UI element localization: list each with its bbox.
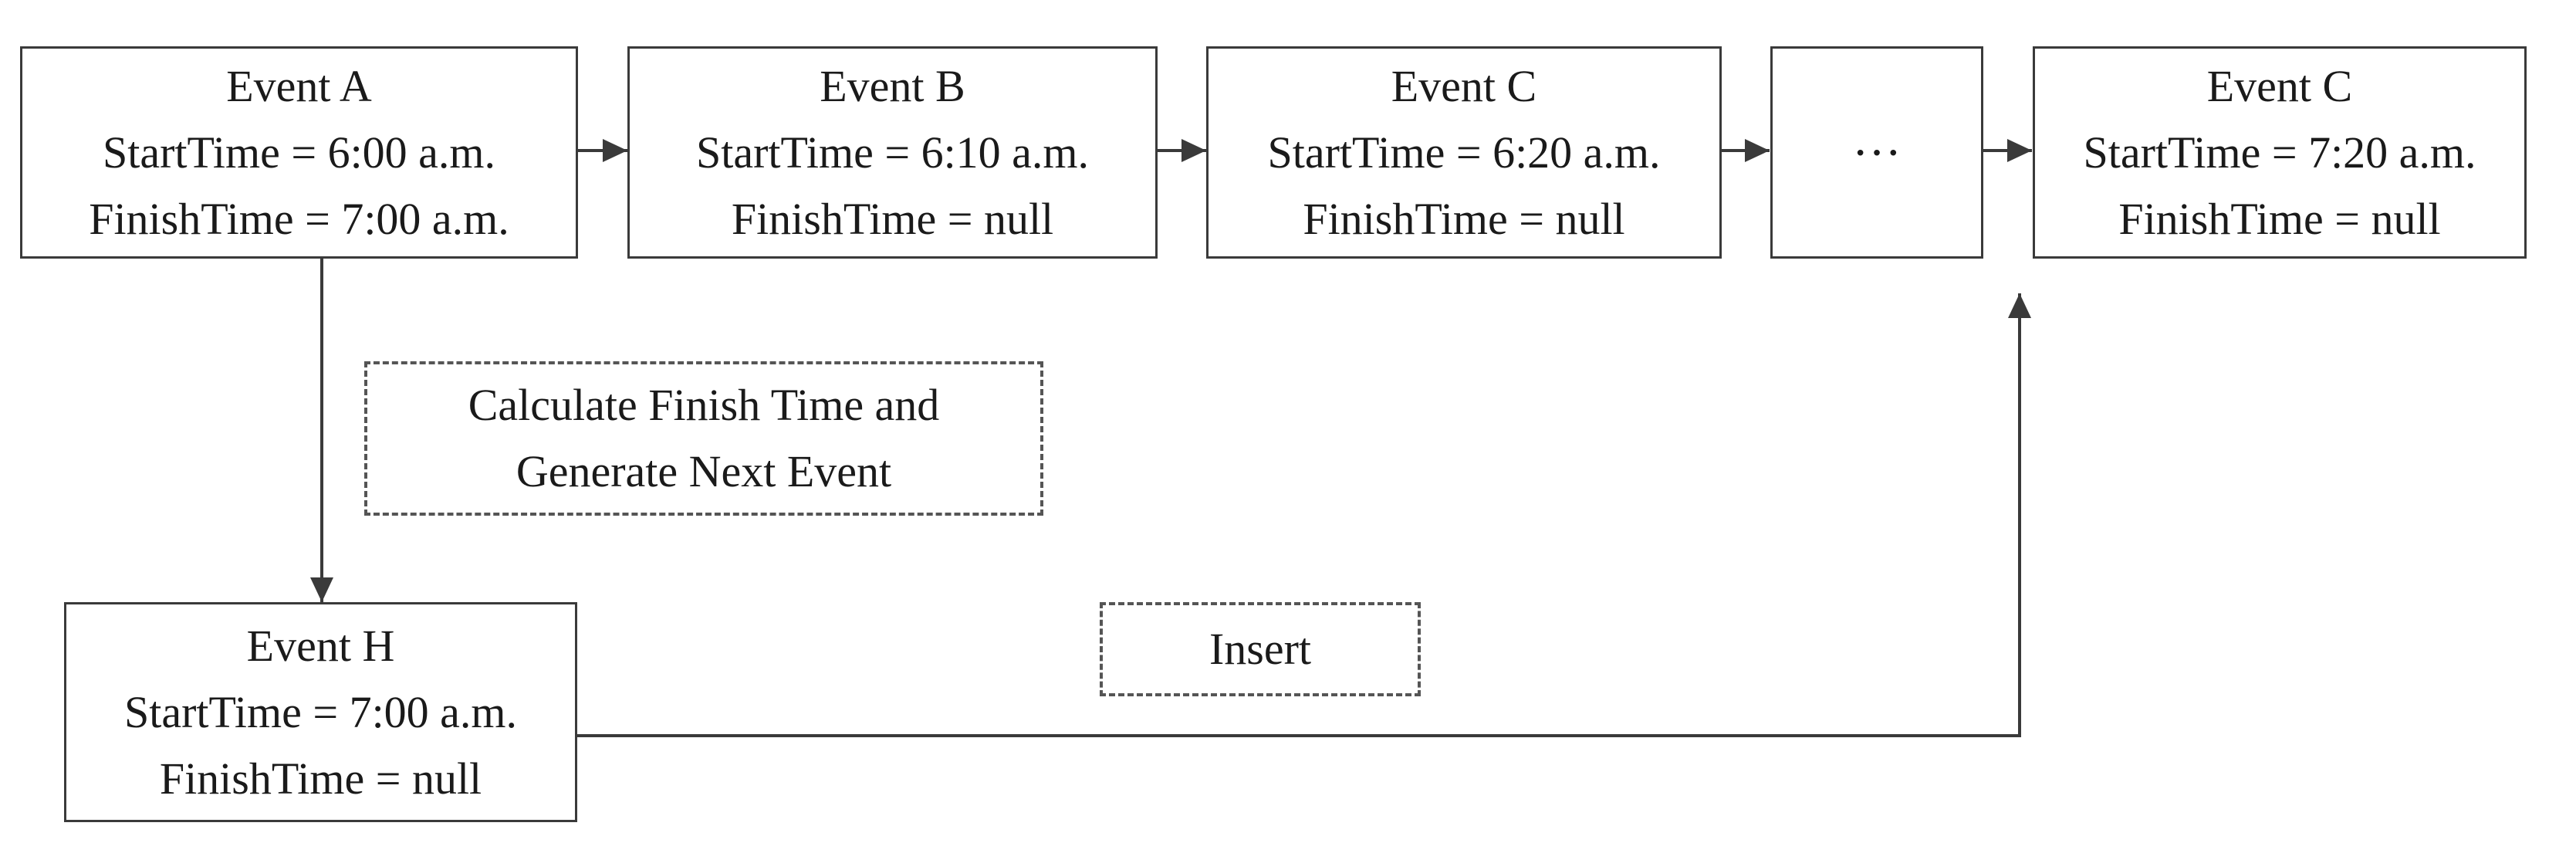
calculate-line-2: Generate Next Event — [516, 446, 892, 496]
event-b-title: Event B — [820, 60, 965, 111]
insert-label: Insert — [1209, 624, 1312, 674]
ellipsis-node: ··· — [1770, 46, 1983, 259]
event-c-1-finish-time: FinishTime = null — [1303, 193, 1625, 244]
event-c-node-1: Event C StartTime = 6:20 a.m. FinishTime… — [1206, 46, 1722, 259]
insert-annotation: Insert — [1100, 602, 1421, 696]
event-b-finish-time: FinishTime = null — [731, 193, 1054, 244]
calculate-line-1: Calculate Finish Time and — [468, 380, 940, 430]
event-c-1-start-time: StartTime = 6:20 a.m. — [1267, 127, 1661, 178]
event-c-2-title: Event C — [2206, 60, 2353, 111]
calculate-annotation: Calculate Finish Time and Generate Next … — [364, 361, 1043, 516]
event-a-finish-time: FinishTime = 7:00 a.m. — [89, 193, 509, 244]
event-a-start-time: StartTime = 6:00 a.m. — [102, 127, 496, 178]
event-c-2-finish-time: FinishTime = null — [2118, 193, 2441, 244]
event-a-node: Event A StartTime = 6:00 a.m. FinishTime… — [20, 46, 578, 259]
event-c-1-title: Event C — [1391, 60, 1537, 111]
event-b-start-time: StartTime = 6:10 a.m. — [695, 127, 1090, 178]
event-b-node: Event B StartTime = 6:10 a.m. FinishTime… — [627, 46, 1158, 259]
event-h-start-time: StartTime = 7:00 a.m. — [123, 686, 518, 737]
event-c-2-start-time: StartTime = 7:20 a.m. — [2083, 127, 2476, 178]
event-h-node: Event H StartTime = 7:00 a.m. FinishTime… — [64, 602, 577, 822]
ellipsis-text: ··· — [1852, 124, 1902, 180]
event-h-title: Event H — [246, 620, 395, 671]
event-c-node-2: Event C StartTime = 7:20 a.m. FinishTime… — [2033, 46, 2527, 259]
event-a-title: Event A — [226, 60, 372, 111]
arrow-h-to-c2 — [577, 293, 2031, 737]
event-h-finish-time: FinishTime = null — [159, 753, 482, 804]
